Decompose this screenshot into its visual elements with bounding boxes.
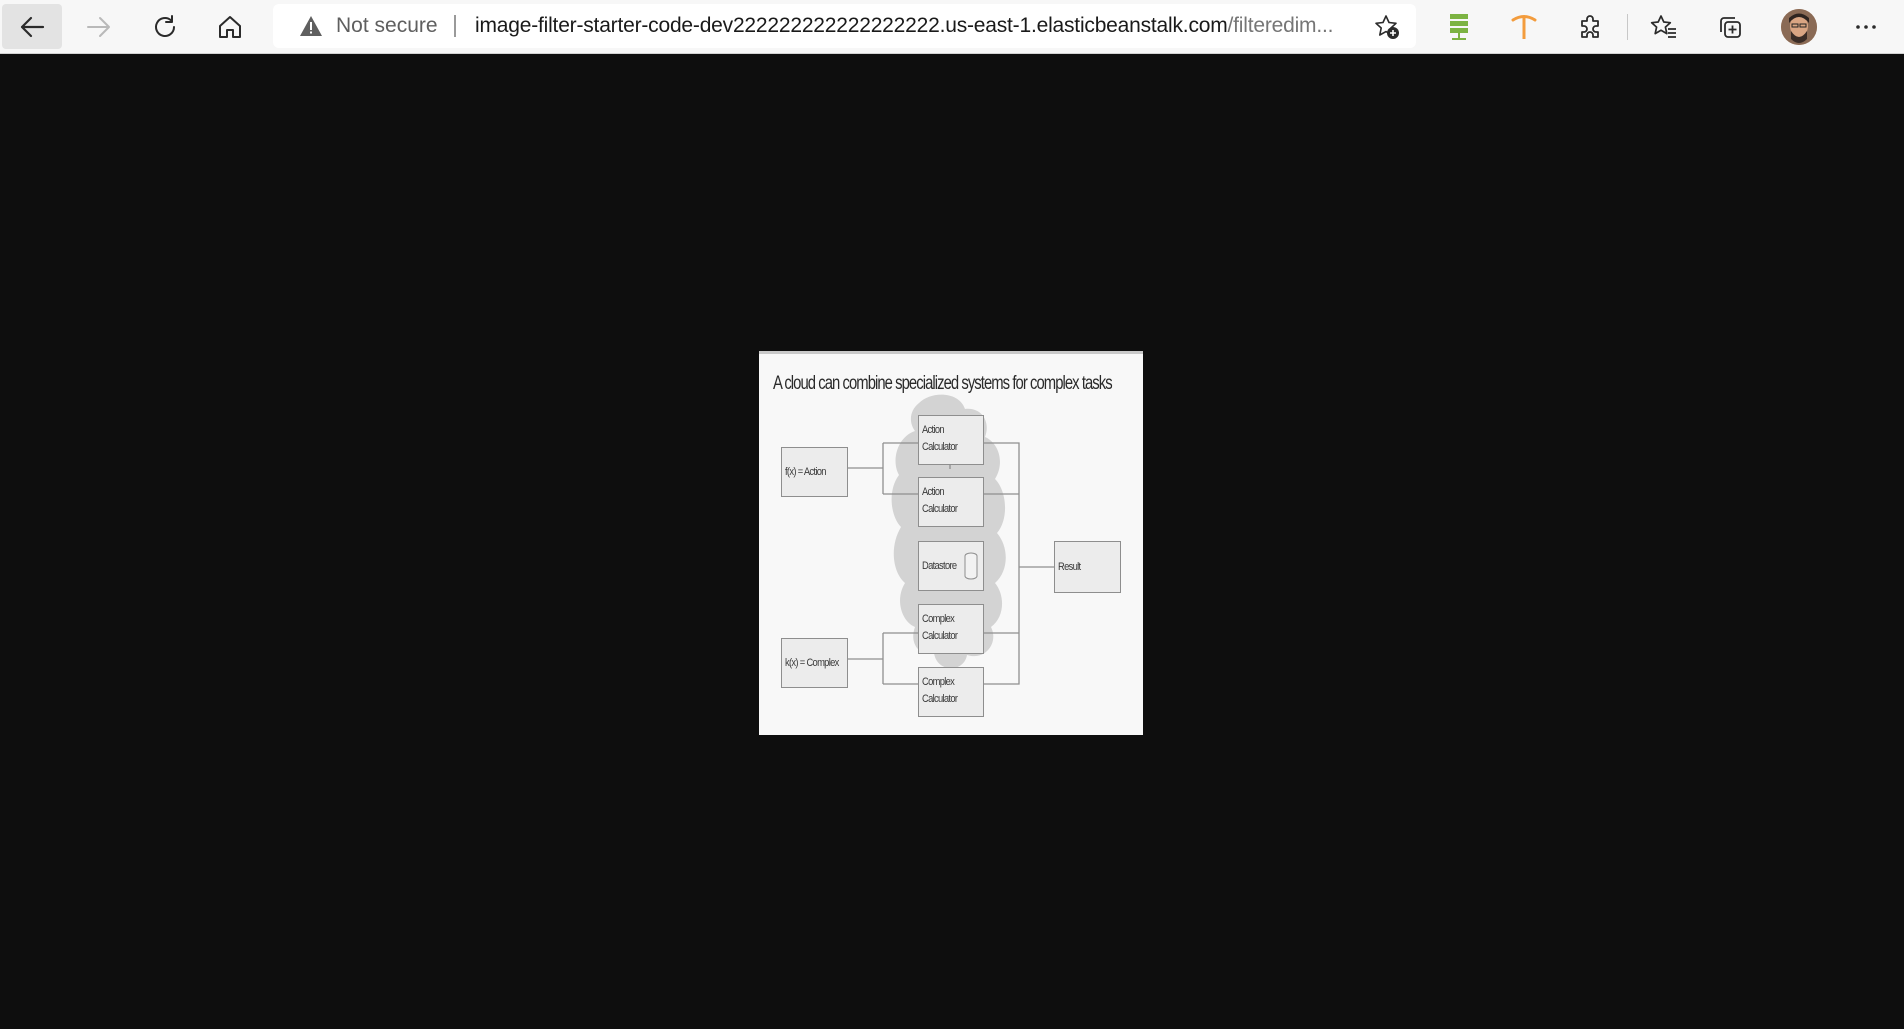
url-path: /filteredim... bbox=[1227, 14, 1334, 37]
collections-button[interactable] bbox=[1700, 4, 1760, 49]
input-block-complex: k(x) = Complex bbox=[781, 638, 848, 688]
database-cylinder-icon bbox=[964, 552, 978, 580]
favorites-icon bbox=[1650, 13, 1678, 41]
url-host: image-filter-starter-code-dev22222222222… bbox=[475, 14, 1228, 37]
calculator-label-line2: Calculator bbox=[922, 630, 958, 642]
calculator-block-complex-2: Complex Calculator bbox=[918, 667, 984, 717]
connector-action-input bbox=[848, 442, 918, 495]
datastore-label: Datastore bbox=[922, 559, 957, 572]
input-block-action: f(x) = Action bbox=[781, 447, 848, 497]
back-button[interactable] bbox=[2, 4, 62, 49]
address-bar[interactable]: Not secure image-filter-starter-code-dev… bbox=[273, 4, 1416, 48]
puzzle-extensions-icon bbox=[1576, 13, 1604, 41]
calculator-block-action-1: Action Calculator bbox=[918, 415, 984, 465]
more-icon bbox=[1852, 13, 1880, 41]
result-label: Result bbox=[1058, 560, 1081, 573]
calculator-label-line2: Calculator bbox=[922, 441, 958, 453]
network-extension-icon bbox=[1445, 12, 1473, 42]
home-button[interactable] bbox=[200, 4, 260, 49]
result-block: Result bbox=[1054, 541, 1121, 593]
calculator-label-line1: Complex bbox=[922, 676, 955, 688]
calculator-label-line1: Action bbox=[922, 486, 945, 498]
favorites-button[interactable] bbox=[1634, 4, 1694, 49]
input-block-label: k(x) = Complex bbox=[785, 656, 839, 669]
refresh-button[interactable] bbox=[135, 4, 195, 49]
home-icon bbox=[216, 13, 244, 41]
connector-complex-input bbox=[848, 632, 918, 685]
calculator-block-complex-1: Complex Calculator bbox=[918, 604, 984, 654]
url-text[interactable]: image-filter-starter-code-dev22222222222… bbox=[475, 4, 1545, 48]
collections-icon bbox=[1716, 13, 1744, 41]
displayed-image: A cloud can combine specialized systems … bbox=[759, 351, 1143, 735]
arrow-left-icon bbox=[18, 13, 46, 41]
extensions-button[interactable] bbox=[1560, 4, 1620, 49]
browser-toolbar: Not secure image-filter-starter-code-dev… bbox=[0, 0, 1904, 54]
pickaxe-extension-button[interactable] bbox=[1494, 4, 1554, 49]
input-block-label: f(x) = Action bbox=[785, 465, 826, 478]
calculator-label-line1: Complex bbox=[922, 613, 955, 625]
star-add-icon[interactable] bbox=[1374, 14, 1400, 45]
warning-icon[interactable] bbox=[299, 15, 323, 42]
refresh-icon bbox=[151, 13, 179, 41]
pickaxe-extension-icon bbox=[1510, 12, 1538, 42]
address-separator bbox=[454, 15, 456, 37]
image-top-border bbox=[759, 351, 1143, 354]
calculator-label-line1: Action bbox=[922, 424, 945, 436]
network-extension-button[interactable] bbox=[1429, 4, 1489, 49]
diagram-title: A cloud can combine specialized systems … bbox=[773, 373, 1113, 394]
calculator-label-line2: Calculator bbox=[922, 503, 958, 515]
profile-avatar[interactable] bbox=[1781, 9, 1817, 45]
security-status-label[interactable]: Not secure bbox=[336, 14, 438, 37]
settings-menu-button[interactable] bbox=[1836, 4, 1896, 49]
connector-calculators-right bbox=[984, 442, 1020, 685]
calculator-block-action-2: Action Calculator bbox=[918, 477, 984, 527]
toolbar-separator bbox=[1627, 14, 1628, 40]
arrow-right-icon bbox=[85, 13, 113, 41]
datastore-block: Datastore bbox=[918, 541, 984, 591]
forward-button[interactable] bbox=[69, 4, 129, 49]
calculator-label-line2: Calculator bbox=[922, 693, 958, 705]
